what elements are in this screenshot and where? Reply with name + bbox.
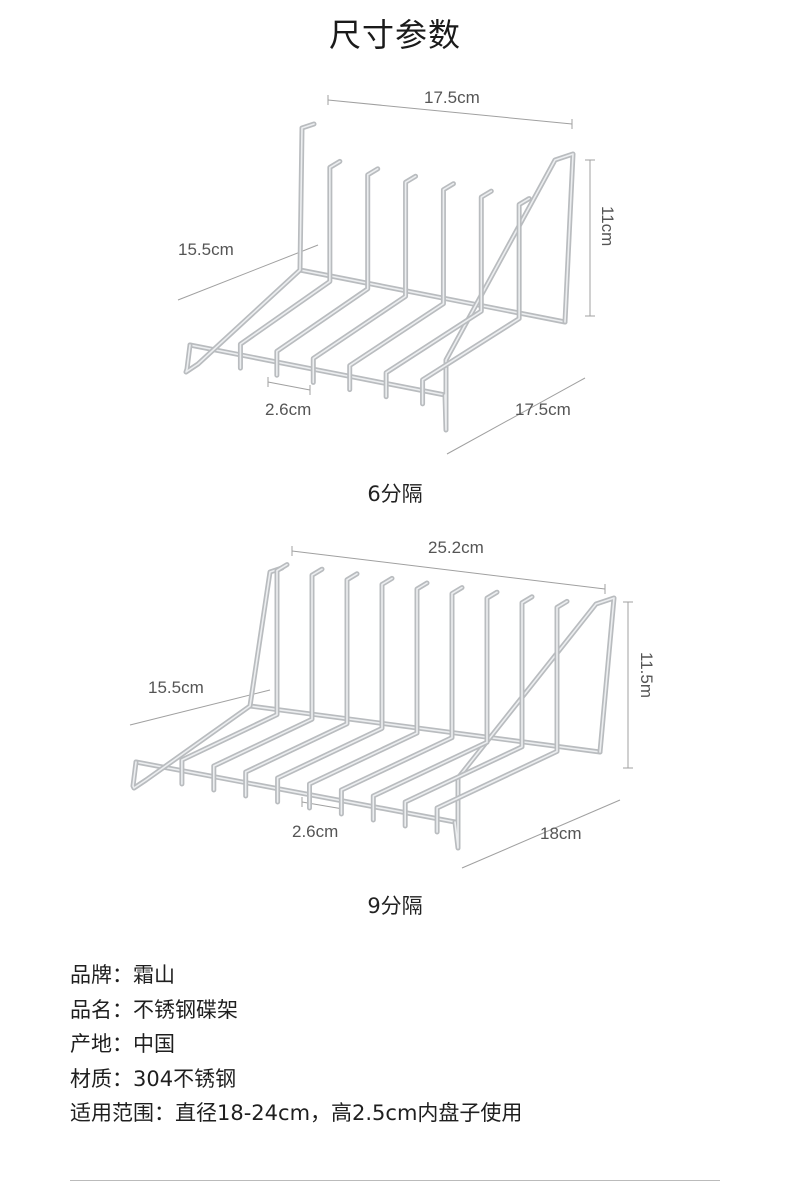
end-frame-right-highlight bbox=[454, 597, 615, 849]
divider-wire bbox=[237, 158, 343, 371]
dim-width-top: 25.2cm bbox=[428, 538, 484, 557]
divider-wire-highlight bbox=[276, 168, 379, 377]
spec-product-name: 品名：不锈钢碟架 bbox=[70, 997, 238, 1022]
divider-wire-highlight bbox=[308, 582, 428, 809]
dim-height: 11cm bbox=[598, 206, 617, 247]
divider-wire bbox=[307, 580, 430, 811]
divider-wire bbox=[383, 188, 494, 400]
divider-wire-highlight bbox=[276, 577, 393, 803]
caption-6: 6分隔 bbox=[367, 482, 423, 506]
end-frame-left-highlight bbox=[132, 567, 283, 789]
end-frame-right bbox=[442, 151, 576, 433]
base-rail-front-highlight bbox=[189, 344, 446, 396]
dish-rack-9-illustration bbox=[129, 546, 633, 869]
divider-wire-highlight bbox=[181, 563, 288, 785]
divider-wire-highlight bbox=[312, 175, 417, 384]
dim-slot-gap: 2.6cm bbox=[292, 822, 339, 841]
dim-slot-gap: 2.6cm bbox=[265, 400, 312, 419]
dim-depth-front: 17.5cm bbox=[515, 400, 571, 419]
end-frame-right-highlight bbox=[444, 153, 574, 431]
base-rail-back-highlight bbox=[249, 705, 601, 753]
divider-wire-highlight bbox=[385, 190, 493, 398]
divider-wire-highlight bbox=[372, 591, 498, 821]
divider-wire-highlight bbox=[404, 596, 533, 827]
divider-wire bbox=[275, 575, 395, 805]
divider-wire-highlight bbox=[436, 600, 568, 833]
end-frame-right bbox=[452, 595, 617, 851]
dim-depth-left: 15.5cm bbox=[178, 240, 234, 259]
spec-brand: 品牌：霜山 bbox=[70, 963, 175, 987]
divider-wire-highlight bbox=[421, 197, 530, 405]
dim-height: 11.5m bbox=[637, 652, 656, 698]
dim-depth-front: 18cm bbox=[540, 824, 582, 843]
divider-wire bbox=[434, 598, 570, 835]
dim-depth-left: 15.5cm bbox=[148, 678, 204, 697]
base-rail-back-highlight bbox=[299, 269, 566, 323]
end-frame-left-highlight bbox=[185, 123, 315, 373]
divider-wire-highlight bbox=[348, 182, 455, 391]
divider-wire-highlight bbox=[239, 160, 341, 369]
divider-wire-highlight bbox=[340, 586, 463, 815]
rack-figure-9: 25.2cm 11.5m 15.5cm 2.6cm 18cm bbox=[0, 530, 790, 930]
spec-list: 品牌：霜山 品名：不锈钢碟架 产地：中国 材质：304不锈钢 适用范围：直径18… bbox=[70, 958, 522, 1131]
page-title: 尺寸参数 bbox=[328, 16, 461, 54]
spec-origin: 产地：中国 bbox=[70, 1032, 175, 1056]
dim-width-top: 17.5cm bbox=[424, 88, 480, 107]
divider-wire-highlight bbox=[244, 573, 358, 797]
rack-figure-6: 17.5cm 11cm 15.5cm 2.6cm 17.5cm bbox=[0, 0, 790, 520]
spec-usage: 适用范围：直径18-24cm，高2.5cm内盘子使用 bbox=[70, 1101, 523, 1125]
bottom-divider bbox=[70, 1180, 720, 1181]
divider-wire bbox=[179, 562, 290, 787]
caption-9: 9分隔 bbox=[367, 894, 423, 918]
spec-material: 材质：304不锈钢 bbox=[70, 1066, 237, 1091]
dish-rack-6-illustration bbox=[177, 95, 595, 455]
divider-wire bbox=[274, 166, 381, 378]
divider-wire-highlight bbox=[213, 568, 323, 791]
base-rail-front-highlight bbox=[135, 761, 456, 823]
